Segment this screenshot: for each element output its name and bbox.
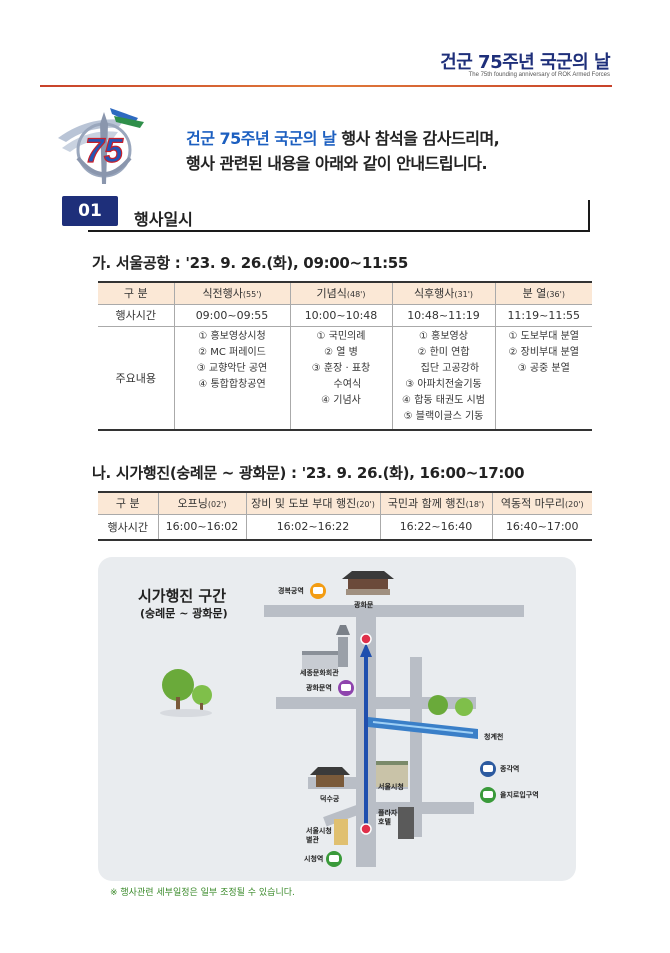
table-cell: 09:00~09:55	[173, 303, 291, 327]
table-cell: 주요내용	[98, 325, 175, 431]
map-label: 경복궁역	[278, 587, 304, 595]
part-a-heading: 가. 서울공항 : '23. 9. 26.(화), 09:00~11:55	[92, 254, 409, 272]
road	[276, 697, 476, 709]
road	[264, 605, 524, 617]
station-icon-gyeongbokgung	[310, 583, 326, 599]
intro-highlight: 건군 75주년 국군의 날	[186, 129, 337, 148]
col-header: 구 분	[98, 281, 175, 305]
col-header: 장비 및 도보 부대 행진(20')	[245, 491, 381, 515]
col-header: 역동적 마무리(20')	[491, 491, 592, 515]
station-icon-jonggak	[480, 761, 496, 777]
map-label: 광화문역	[306, 684, 332, 692]
table-cell: 16:02~16:22	[245, 513, 381, 541]
table-cell: 행사시간	[98, 303, 175, 327]
part-b-table: 구 분 오프닝(02') 장비 및 도보 부대 행진(20') 국민과 함께 행…	[98, 491, 592, 541]
intro-line2: 행사 관련된 내용을 아래와 같이 안내드립니다.	[186, 154, 488, 173]
road	[410, 657, 422, 837]
route-end-marker	[360, 633, 372, 645]
col-header: 분 열(36')	[494, 281, 592, 305]
gwanghwamun-gate-icon	[342, 571, 394, 595]
col-header: 국민과 함께 행진(18')	[379, 491, 493, 515]
armed-forces-75-logo: 75	[58, 108, 144, 184]
map-label: 서울시청	[378, 783, 404, 791]
table-cell: 16:40~17:00	[491, 513, 592, 541]
map-label: 세종문화회관	[300, 669, 339, 677]
col-header: 기념식(48')	[289, 281, 393, 305]
city-hall-icon	[376, 761, 408, 787]
station-icon-cityhall	[326, 851, 342, 867]
tree-icon	[160, 669, 212, 717]
map-label: 청계천	[484, 733, 504, 741]
map-label: 종각역	[500, 765, 520, 773]
table-cell: 행사시간	[98, 513, 159, 541]
col-header: 구 분	[98, 491, 159, 515]
station-icon-gwanghwamun	[338, 680, 354, 696]
footnote: ※ 행사관련 세부일정은 일부 조정될 수 있습니다.	[110, 888, 295, 898]
map-label: 덕수궁	[320, 795, 340, 803]
map-graphic	[160, 571, 524, 867]
map-label: 플라자 호텔	[378, 809, 398, 826]
table-cell: 10:48~11:19	[391, 303, 496, 327]
parade-route-map: 시가행진 구간 (숭례문 ~ 광화문) 경복궁역 광화문 세종문화회관 광화문역…	[98, 557, 576, 881]
plaza-hotel-icon	[398, 807, 414, 839]
header-divider	[40, 85, 612, 87]
section-title: 행사일시	[134, 210, 193, 229]
map-label: 시청역	[304, 855, 324, 863]
statue-icon	[336, 625, 350, 667]
intro-line1: 행사 참석을 감사드리며,	[336, 129, 500, 148]
deoksugung-icon	[310, 767, 350, 787]
map-label: 을지로입구역	[500, 791, 539, 799]
map-label: 서울시청 별관	[306, 827, 332, 844]
route-start-marker	[360, 823, 372, 835]
section-title-frame	[88, 200, 590, 232]
col-header: 식전행사(55')	[173, 281, 291, 305]
station-icon-euljiro	[480, 787, 496, 803]
header-title: 건군 75주년 국군의 날	[440, 52, 610, 73]
col-header: 식후행사(31')	[391, 281, 496, 305]
table-cell: 11:19~11:55	[494, 303, 592, 327]
table-cell: 16:22~16:40	[379, 513, 493, 541]
table-row: 행사시간 09:00~09:55 10:00~10:48 10:48~11:19…	[98, 303, 592, 327]
table-cell: 16:00~16:02	[157, 513, 247, 541]
header-subtitle: The 75th founding anniversary of ROK Arm…	[468, 72, 610, 78]
part-b-heading: 나. 시가행진(숭례문 ~ 광화문) : '23. 9. 26.(화), 16:…	[92, 464, 525, 482]
city-hall-annex-icon	[334, 819, 348, 845]
section-number-badge: 01	[62, 196, 118, 226]
part-a-table: 구 분 식전행사(55') 기념식(48') 식후행사(31') 분 열(36'…	[98, 281, 592, 431]
tree-icon	[428, 695, 473, 716]
table-row: 행사시간 16:00~16:02 16:02~16:22 16:22~16:40…	[98, 513, 592, 541]
table-cell: 10:00~10:48	[289, 303, 393, 327]
intro-text: 건군 75주년 국군의 날 행사 참석을 감사드리며, 행사 관련된 내용을 아…	[186, 126, 500, 176]
map-title: 시가행진 구간	[138, 587, 227, 605]
table-header-row: 구 분 오프닝(02') 장비 및 도보 부대 행진(20') 국민과 함께 행…	[98, 491, 592, 515]
col-header: 오프닝(02')	[157, 491, 247, 515]
route-arrow	[360, 643, 372, 657]
map-label: 광화문	[354, 601, 374, 609]
logo-number: 75	[85, 132, 124, 170]
table-header-row: 구 분 식전행사(55') 기념식(48') 식후행사(31') 분 열(36'…	[98, 281, 592, 305]
map-subtitle: (숭례문 ~ 광화문)	[140, 607, 228, 620]
sejong-center-icon	[302, 651, 338, 669]
